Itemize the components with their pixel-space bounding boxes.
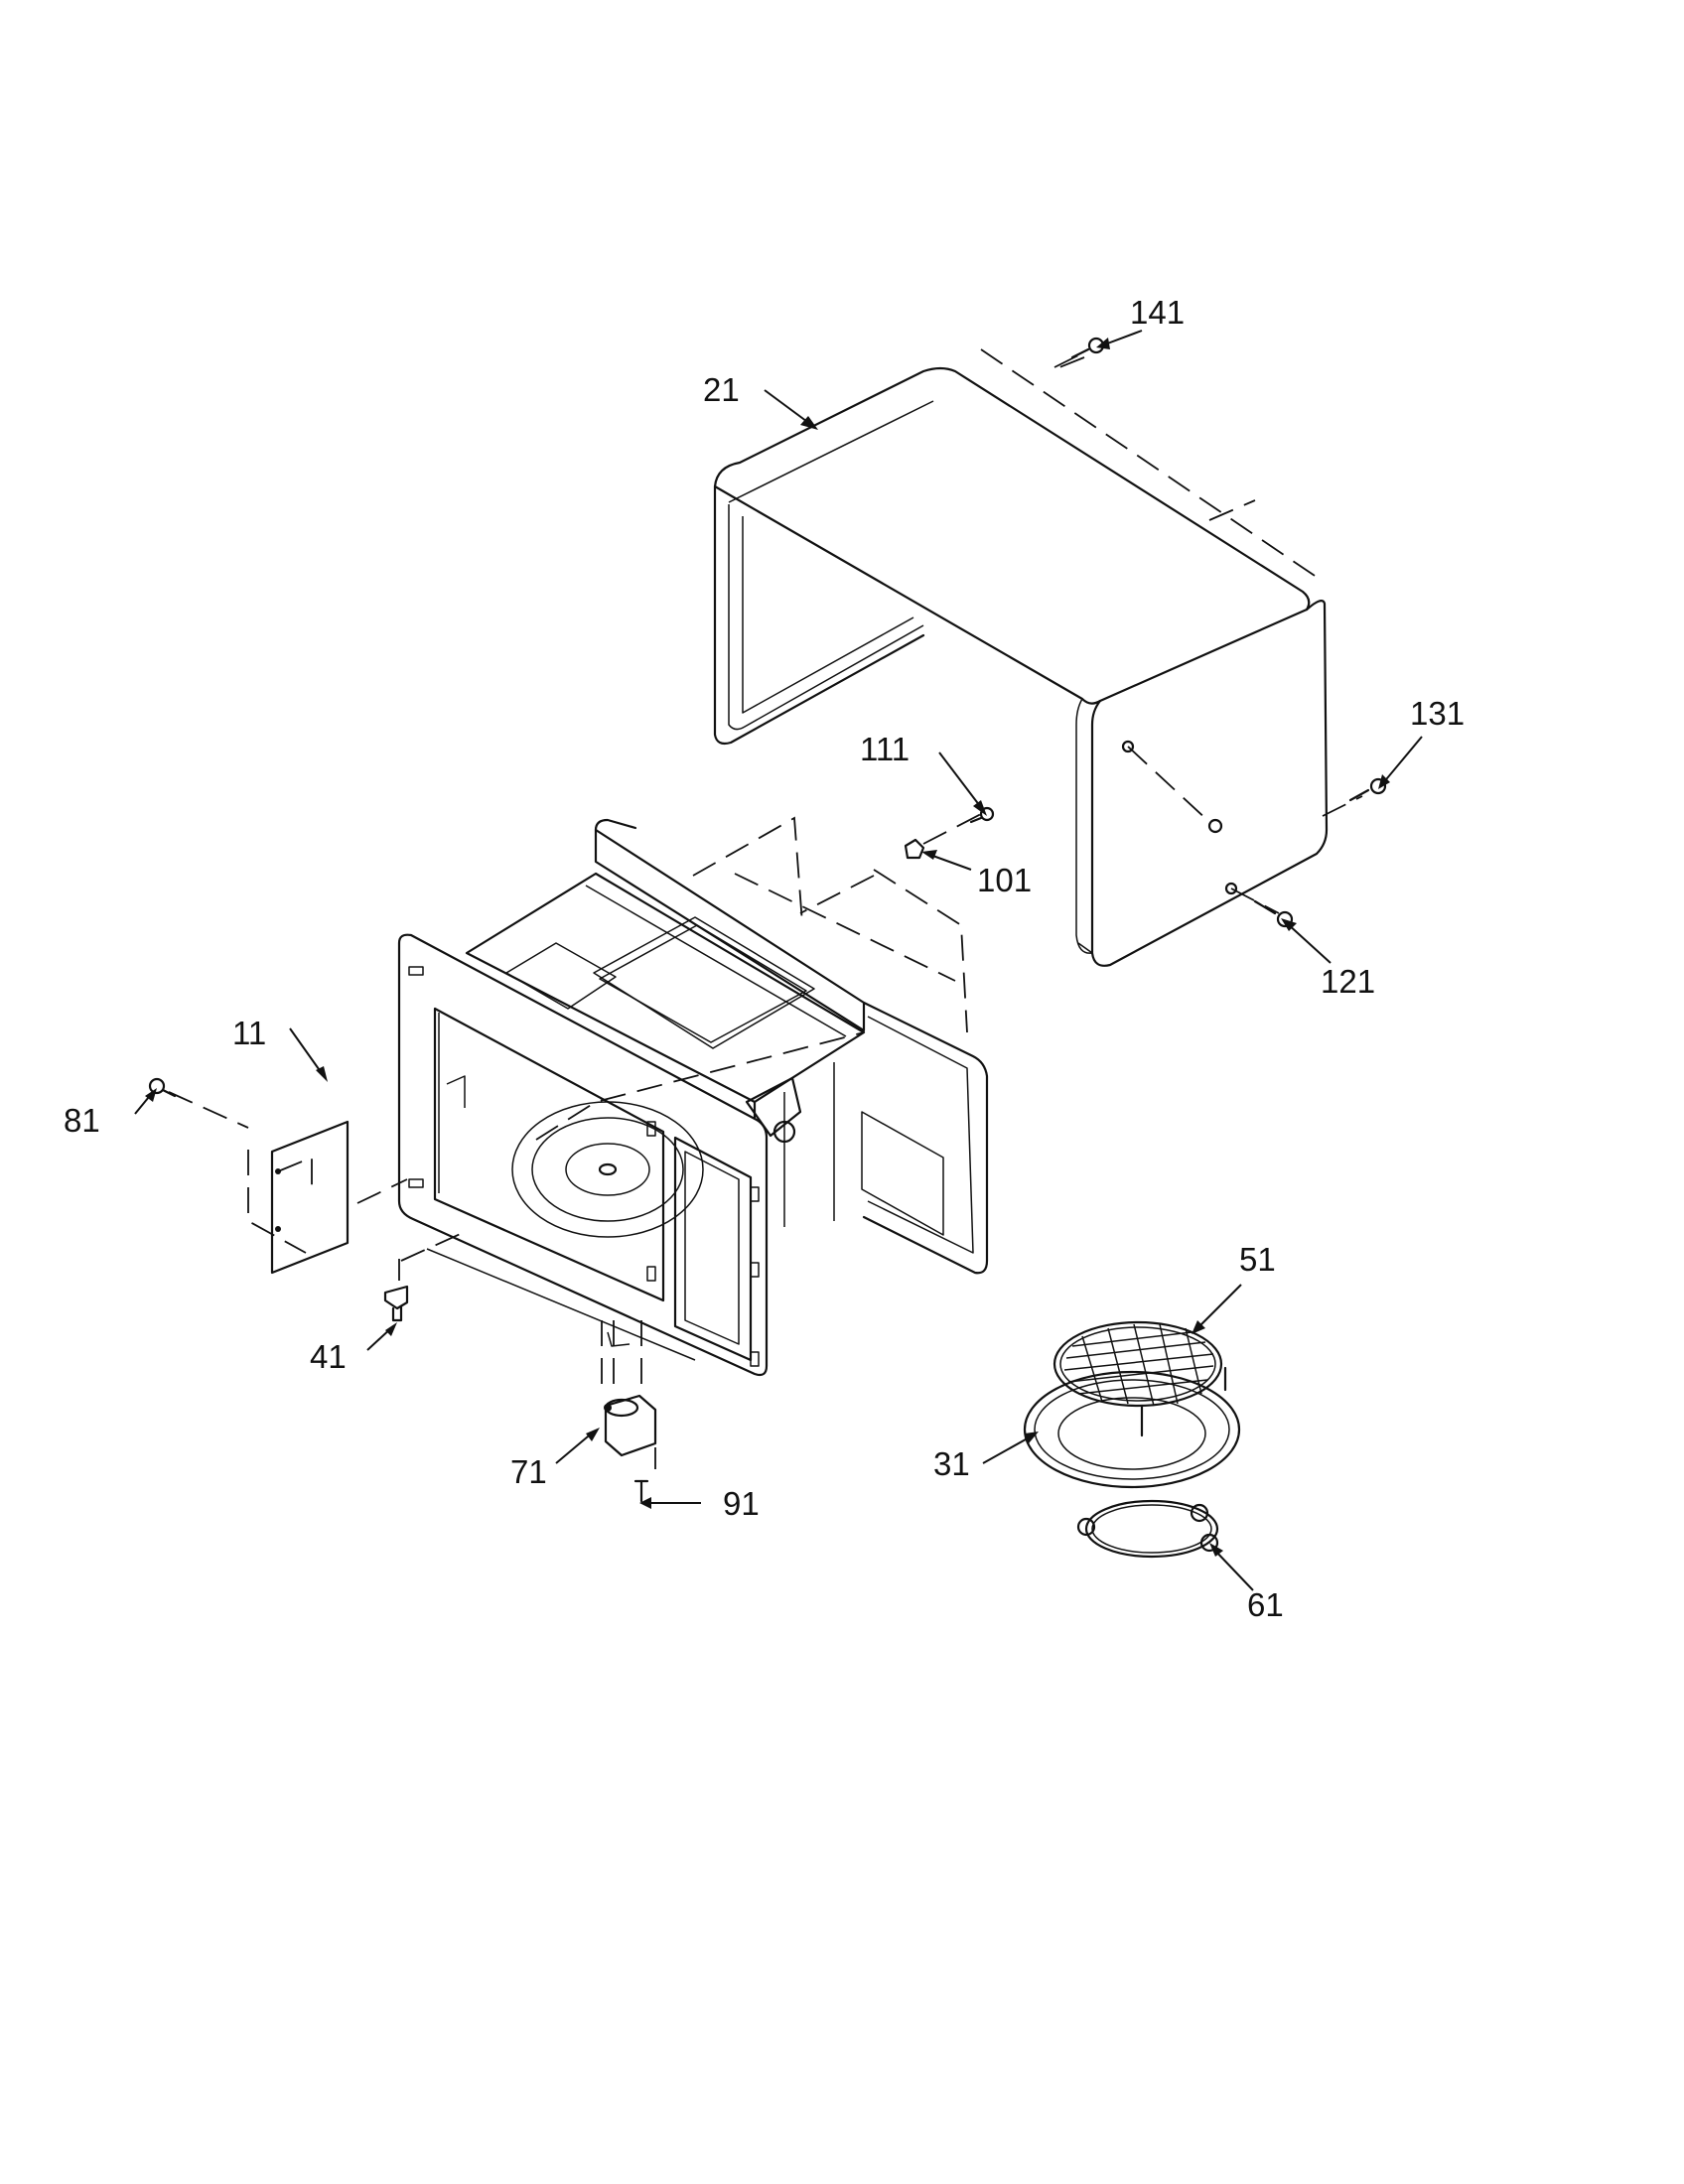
label-31: 31 — [933, 1445, 970, 1482]
label-111: 111 — [860, 731, 910, 767]
part-11-cover-plate — [168, 1091, 408, 1275]
label-121: 121 — [1321, 963, 1375, 1000]
top-vent-grid — [505, 942, 617, 1010]
cabinet-rear-outline — [980, 348, 1322, 581]
label-101: 101 — [977, 862, 1032, 898]
front-frame — [397, 933, 769, 1377]
label-21: 21 — [703, 371, 740, 408]
part-61-roller-ring — [1076, 1499, 1219, 1559]
label-61: 61 — [1247, 1586, 1284, 1623]
label-81: 81 — [64, 1102, 100, 1139]
label-51: 51 — [1239, 1241, 1276, 1278]
label-71: 71 — [510, 1453, 547, 1490]
outer-cabinet — [713, 366, 1329, 967]
part-91-screw — [633, 1479, 649, 1503]
part-111-screw — [969, 806, 995, 824]
part-number-labels: 21 141 131 121 111 101 11 81 41 71 91 51… — [64, 294, 1465, 1623]
part-141-screw — [1070, 337, 1105, 359]
side-screw — [1053, 356, 1363, 914]
part-101-nut — [904, 838, 925, 860]
label-41: 41 — [310, 1338, 347, 1375]
part-121-screw — [1253, 899, 1294, 928]
label-11: 11 — [232, 1015, 266, 1051]
part-31-glass-tray — [1023, 1370, 1241, 1489]
chassis-dashed-lines — [535, 816, 968, 1141]
part-71-turntable-motor — [601, 1320, 657, 1469]
part-131-screw — [1348, 777, 1387, 802]
leader-lines — [134, 330, 1423, 1591]
label-141: 141 — [1130, 294, 1185, 331]
part-51-grill-rack — [1052, 1320, 1227, 1437]
part-41-coupler — [383, 1230, 468, 1322]
label-91: 91 — [723, 1485, 760, 1522]
part-81-screw — [148, 1077, 177, 1098]
label-131: 131 — [1410, 695, 1465, 732]
